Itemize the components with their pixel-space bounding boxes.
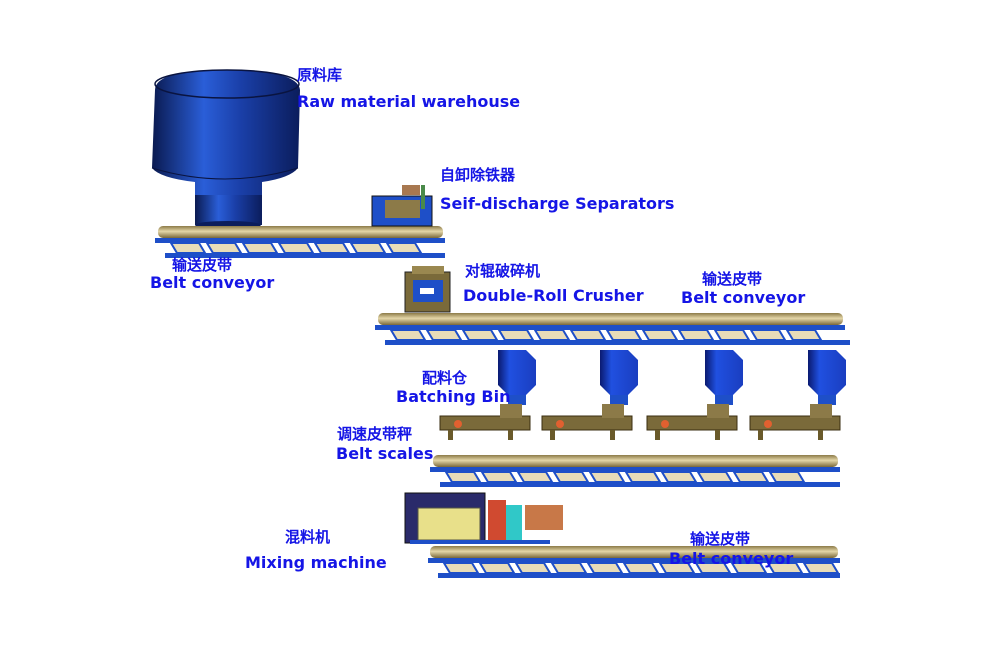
roller-segment bbox=[624, 471, 662, 483]
batching-bin bbox=[600, 350, 638, 405]
belt-scale bbox=[541, 404, 633, 440]
mixer-label-en: Mixing machine bbox=[245, 553, 387, 572]
roller-segment bbox=[569, 329, 607, 341]
crusher-label-zh: 对辊破碎机 bbox=[465, 262, 541, 280]
roller-segment bbox=[516, 471, 554, 483]
roller-segment bbox=[749, 329, 787, 341]
roller-segment bbox=[732, 471, 770, 483]
batching-bin bbox=[808, 350, 846, 405]
roller-segment bbox=[169, 242, 207, 254]
roller-segment bbox=[277, 242, 315, 254]
batching-bin bbox=[705, 350, 743, 405]
roller-segment bbox=[461, 329, 499, 341]
roller-segment bbox=[802, 562, 840, 574]
belt-conveyor-2 bbox=[375, 313, 850, 345]
roller-segment bbox=[514, 562, 552, 574]
roller-segment bbox=[444, 471, 482, 483]
roller-segment bbox=[442, 562, 480, 574]
belt-conveyor-4 bbox=[428, 546, 840, 578]
roller-segment bbox=[389, 329, 427, 341]
belt-scale bbox=[439, 404, 531, 440]
roller-segment bbox=[622, 562, 660, 574]
belt-conveyor-1 bbox=[155, 226, 445, 258]
roller-segment bbox=[605, 329, 643, 341]
roller-segment bbox=[552, 471, 590, 483]
roller-segment bbox=[785, 329, 823, 341]
scales-label-en: Belt scales bbox=[336, 444, 434, 463]
scales-label-zh: 调速皮带秤 bbox=[337, 425, 413, 443]
warehouse-silo bbox=[151, 69, 300, 229]
roller-segment bbox=[478, 562, 516, 574]
roller-segment bbox=[713, 329, 751, 341]
roller-segment bbox=[586, 562, 624, 574]
conveyor3-label-zh: 输送皮带 bbox=[690, 530, 751, 548]
conveyor1-label-zh: 输送皮带 bbox=[172, 256, 233, 274]
batching-bins bbox=[439, 350, 846, 440]
roller-segment bbox=[205, 242, 243, 254]
roller-segment bbox=[497, 329, 535, 341]
roller-segment bbox=[385, 242, 423, 254]
belt-conveyor-3 bbox=[430, 455, 840, 487]
conveyor1-label-en: Belt conveyor bbox=[150, 273, 275, 292]
belt-scale bbox=[646, 404, 738, 440]
crusher-label-en: Double-Roll Crusher bbox=[463, 286, 644, 305]
roller-segment bbox=[660, 471, 698, 483]
roller-segment bbox=[696, 471, 734, 483]
roller-segment bbox=[550, 562, 588, 574]
roller-segment bbox=[425, 329, 463, 341]
mixing-machine bbox=[404, 492, 563, 544]
roller-segment bbox=[768, 471, 806, 483]
roller-segment bbox=[641, 329, 679, 341]
warehouse-label-en: Raw material warehouse bbox=[297, 92, 521, 111]
conveyor2-label-zh: 输送皮带 bbox=[702, 270, 763, 288]
separator-label-en: Seif-discharge Separators bbox=[440, 194, 675, 213]
roller-segment bbox=[349, 242, 387, 254]
conveyor3-label-en: Belt conveyor bbox=[669, 549, 794, 568]
roller-segment bbox=[480, 471, 518, 483]
separator-machine bbox=[371, 185, 433, 227]
mixer-label-zh: 混料机 bbox=[285, 528, 331, 546]
batching-label-zh: 配料仓 bbox=[422, 369, 468, 387]
conveyor2-label-en: Belt conveyor bbox=[681, 288, 806, 307]
roller-segment bbox=[588, 471, 626, 483]
batching-bin bbox=[498, 350, 536, 405]
roller-segment bbox=[677, 329, 715, 341]
warehouse-label-zh: 原料库 bbox=[297, 66, 343, 84]
belt-scale bbox=[749, 404, 841, 440]
roller-segment bbox=[533, 329, 571, 341]
batching-label-en: Batching Bin bbox=[396, 387, 511, 406]
separator-label-zh: 自卸除铁器 bbox=[440, 166, 516, 184]
crusher-machine bbox=[404, 266, 451, 313]
roller-segment bbox=[241, 242, 279, 254]
roller-segment bbox=[313, 242, 351, 254]
